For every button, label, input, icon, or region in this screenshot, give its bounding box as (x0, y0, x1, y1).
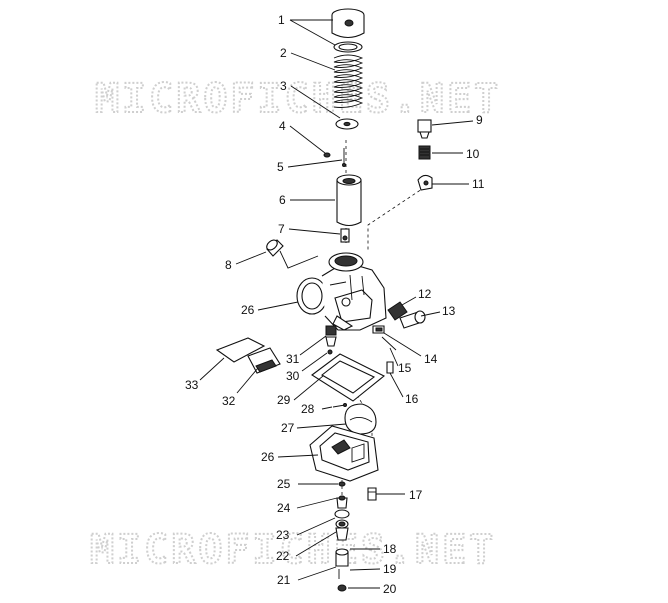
callout-25: 25 (277, 477, 291, 491)
part-pilot-spring (381, 336, 397, 351)
callout-7: 7 (278, 222, 285, 236)
part-float-pin (332, 403, 347, 408)
part-cable-fitting (417, 174, 433, 191)
part-main-jet-stack (334, 481, 350, 592)
callout-6: 6 (279, 193, 286, 207)
callout-10: 10 (466, 147, 480, 161)
leader-lines (199, 19, 474, 589)
part-retainer (335, 118, 359, 130)
part-cap (331, 8, 365, 53)
callout-27: 27 (281, 421, 295, 435)
callout-28: 28 (301, 402, 315, 416)
part-fittings-31-30 (325, 325, 337, 355)
callout-11: 11 (472, 177, 485, 191)
part-spring (333, 54, 364, 108)
callout-15: 15 (398, 361, 412, 375)
callout-12: 12 (418, 287, 432, 301)
callout-29: 29 (277, 393, 291, 407)
part-float-bowl (309, 425, 379, 482)
watermark-bottom: MICROFICHES.NET (90, 527, 496, 573)
callout-19: 19 (383, 562, 397, 576)
part-gasket-33 (215, 337, 266, 363)
part-drain-plug (386, 361, 394, 374)
callout-13: 13 (442, 304, 456, 318)
part-idle-screw (399, 310, 426, 329)
part-adjuster-screw (417, 119, 432, 139)
callout-16: 16 (405, 392, 419, 406)
part-float (344, 403, 377, 435)
part-pilot-screw (372, 325, 385, 334)
callout-33: 33 (185, 378, 199, 392)
part-needle-holder (340, 228, 350, 243)
callout-24: 24 (277, 501, 291, 515)
callout-22: 22 (276, 549, 290, 563)
callout-26-body: 26 (241, 303, 255, 317)
part-idle-spring (387, 301, 408, 321)
callout-21: 21 (277, 573, 291, 587)
callout-18: 18 (383, 542, 397, 556)
callout-14: 14 (424, 352, 438, 366)
callout-2: 2 (280, 46, 287, 60)
callout-31: 31 (286, 352, 300, 366)
part-cable-boot (266, 239, 319, 269)
callout-17: 17 (409, 488, 423, 502)
part-bowl-screw (367, 487, 377, 501)
callout-26-bowl: 26 (261, 450, 275, 464)
part-adjuster-spring (418, 145, 431, 160)
callout-23: 23 (276, 528, 290, 542)
callout-20: 20 (383, 582, 397, 596)
callout-1: 1 (278, 13, 285, 27)
watermark-top: MICROFICHES.NET (95, 76, 501, 122)
callout-4: 4 (279, 119, 286, 133)
part-throttle-slide (336, 174, 362, 227)
part-gasket-32 (247, 347, 281, 374)
callout-3: 3 (280, 79, 287, 93)
part-clip-needle (323, 148, 346, 167)
callout-8: 8 (225, 258, 232, 272)
callout-32: 32 (222, 394, 236, 408)
part-carburetor-body (296, 252, 387, 331)
callout-labels: 1 2 3 4 5 6 7 8 9 10 11 12 13 14 15 16 1… (185, 13, 485, 596)
callout-30: 30 (286, 369, 300, 383)
callout-9: 9 (476, 113, 483, 127)
callout-5: 5 (277, 160, 284, 174)
part-bowl-gasket (311, 353, 386, 402)
